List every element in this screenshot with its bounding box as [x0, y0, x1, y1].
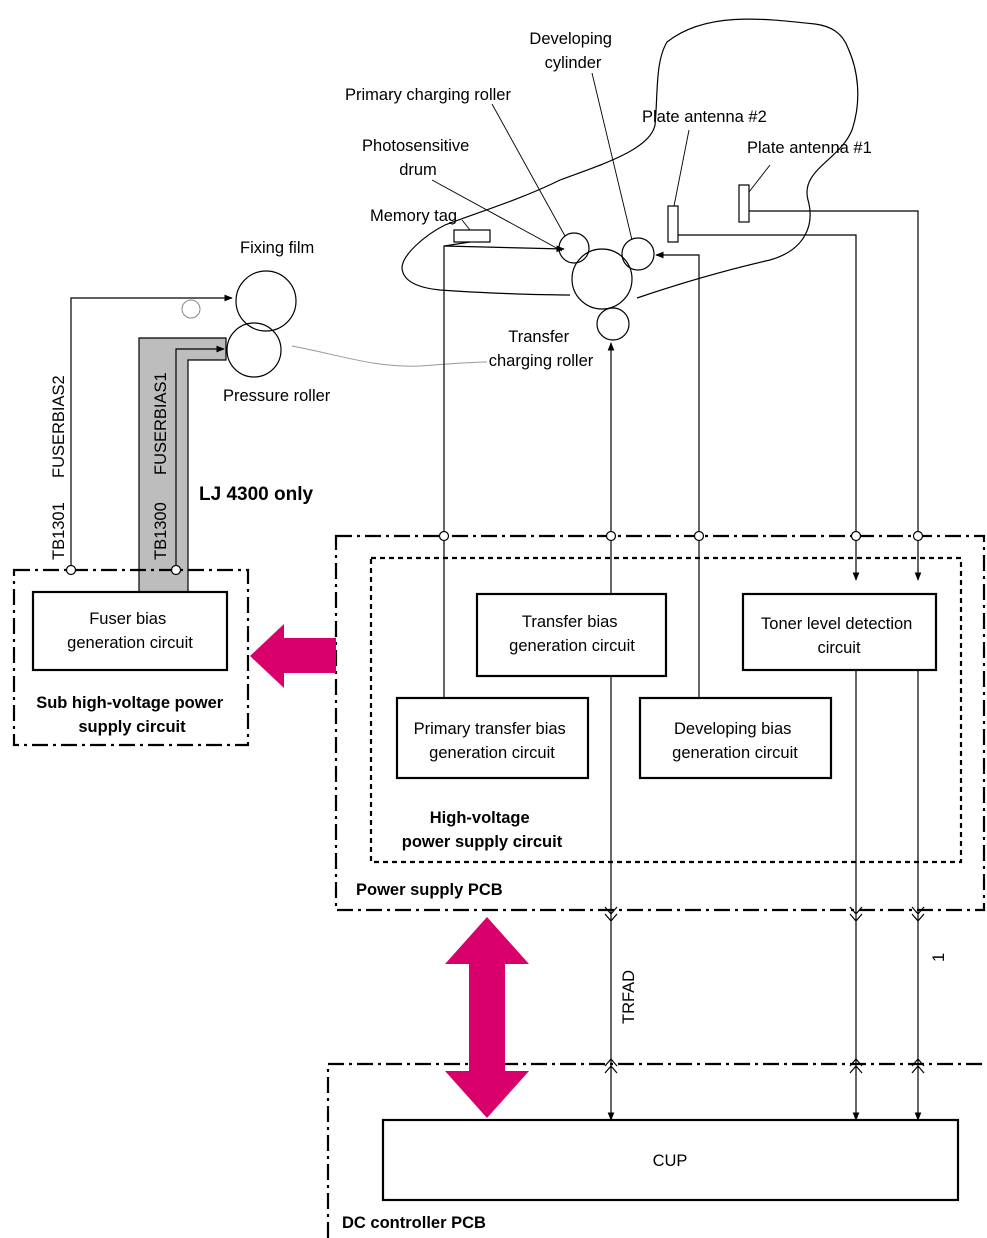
plate-antenna-2-box [667, 205, 679, 243]
power-supply-pcb-border [334, 534, 986, 912]
tb1301-label: TB1301 [50, 502, 68, 560]
pressure-roller-circle [226, 322, 282, 378]
sub-hv-border [12, 568, 250, 747]
primary-transfer-label: Primary transfer bias generation circuit [414, 720, 571, 762]
pressure-roller-label: Pressure roller [223, 387, 331, 405]
dc-controller-border [326, 1062, 984, 1238]
toner-level-label: Toner level detection circuit [761, 615, 917, 657]
power-pcb-label: Power supply PCB [356, 881, 503, 899]
transfer-charging-roller-circle [596, 307, 630, 341]
transfer-bias-box [475, 592, 668, 678]
developing-cylinder-label: Developing cylinder [529, 30, 616, 72]
primary-charging-roller-circle [558, 232, 590, 264]
memory-tag-box [453, 229, 491, 243]
dc-controller-label: DC controller PCB [342, 1214, 486, 1232]
plate-antenna-1-box [738, 184, 750, 223]
transfer-charging-roller-label: Transfer charging roller [489, 328, 594, 370]
developing-bias-label: Developing bias generation circuit [672, 720, 798, 762]
photosensitive-drum-circle [571, 248, 633, 310]
thermistor-mark [181, 299, 201, 319]
lj4300-note: LJ 4300 only [199, 484, 313, 505]
trfad-label: TRFAD [620, 970, 638, 1024]
fuserbias1-label: FUSERBIAS1 [152, 372, 170, 475]
fixing-film-circle [235, 270, 297, 332]
power-to-sub-arrow [250, 624, 336, 688]
hv-circuit-border [369, 556, 963, 864]
transfer-bias-label: Transfer bias generation circuit [509, 613, 635, 655]
memory-tag-label: Memory tag [370, 207, 457, 225]
developing-cylinder-circle [621, 237, 655, 271]
hv-label: High-voltage power supply circuit [402, 809, 563, 851]
fuserbias2-label: FUSERBIAS2 [50, 375, 68, 478]
cartridge-outline [401, 18, 859, 299]
fuser-bias-box [31, 590, 229, 672]
toner-level-box [741, 592, 938, 672]
plate-antenna-2-label: Plate antenna #2 [642, 108, 767, 126]
tb1300-label: TB1300 [152, 502, 170, 560]
primary-charging-roller-label: Primary charging roller [345, 86, 511, 104]
developing-bias-box [638, 696, 833, 780]
plate-antenna-1-label: Plate antenna #1 [747, 139, 872, 157]
signal-1-label: 1 [930, 953, 948, 962]
fixing-film-label: Fixing film [240, 239, 314, 257]
connector-marks [604, 906, 925, 1074]
photosensitive-drum-label: Photosensitive drum [362, 137, 474, 179]
sub-hv-label: Sub high-voltage power supply circuit [36, 694, 228, 736]
power-dc-double-arrow [445, 917, 529, 1118]
fuser-bias-label: Fuser bias generation circuit [67, 610, 193, 652]
cpu-box [381, 1118, 960, 1202]
pressure-roller-leader [291, 345, 488, 367]
cpu-label: CUP [653, 1152, 688, 1170]
primary-transfer-box [395, 696, 590, 780]
